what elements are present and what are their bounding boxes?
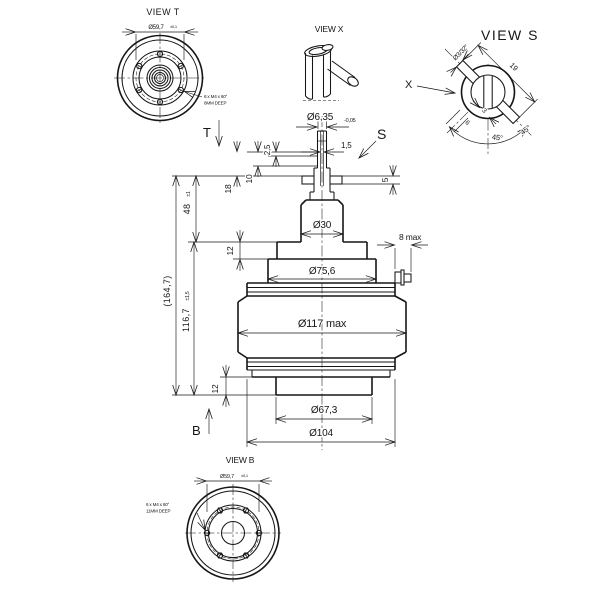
label-t: T	[203, 125, 211, 140]
dim-base: Ø104	[309, 428, 333, 439]
dim-neck: Ø30	[313, 220, 332, 231]
dim-slot: 1,5	[341, 141, 352, 150]
main-dimension-lines	[172, 123, 428, 446]
label-b: B	[192, 423, 200, 438]
view-x: VIEW X	[303, 23, 359, 101]
view-s: VIEW S X Ø3/32″ 19 3 6 45° 45°	[404, 26, 539, 156]
view-t-centerlines	[114, 33, 206, 124]
view-t-note-line2: 8MM DEEP	[204, 101, 227, 106]
view-s-dim-offset: 6	[463, 119, 471, 127]
view-b-note-line1: 6 x M4 x 60°	[146, 502, 170, 507]
view-t-dim-label: Ø59,7	[148, 25, 164, 31]
view-s-title: VIEW S	[481, 27, 539, 43]
view-t-note-line1: 6 x M4 x 60°	[204, 94, 228, 99]
label-s: S	[377, 126, 386, 142]
main-view: T B S Ø6,35 -0,05 1,5 2,5 10 18 5 48 ±1 …	[161, 111, 428, 450]
view-b-centerlines	[185, 484, 281, 582]
view-s-x-leader	[416, 85, 457, 95]
dim-18: 18	[223, 184, 233, 194]
dim-total-height: (164,7)	[162, 275, 172, 306]
dim-10: 10	[244, 174, 254, 184]
view-t-dim-tolerance: ±0,1	[170, 24, 178, 29]
main-body-outline	[237, 130, 412, 396]
dim-48: 48	[182, 204, 192, 215]
view-t-geometry	[116, 34, 204, 122]
view-b-title: VIEW B	[226, 455, 255, 465]
dim-height-tolerance: ±1,5	[185, 291, 191, 300]
view-b-dimension	[194, 477, 272, 512]
dim-12-lower: 12	[210, 384, 220, 394]
dim-2-5: 2,5	[263, 144, 272, 155]
view-x-title: VIEW X	[315, 24, 344, 34]
view-s-dim-span: 19	[508, 61, 520, 73]
dim-flange: Ø75,6	[309, 266, 336, 277]
dim-48-tolerance: ±1	[186, 191, 192, 197]
dim-5: 5	[380, 177, 390, 182]
view-t-title: VIEW T	[146, 7, 179, 17]
view-b: VIEW B Ø59,7 ±0,1 6 x M4 x 60° 11MM DEEP	[145, 454, 281, 582]
view-b-dim-tolerance: ±0,1	[241, 473, 249, 478]
view-t-dimension	[122, 28, 198, 60]
view-b-note-line2: 11MM DEEP	[146, 509, 171, 514]
dim-height: 116,7	[181, 308, 191, 332]
dim-body: Ø117 max	[298, 318, 347, 330]
view-b-geometry	[186, 486, 280, 580]
dim-boss: Ø67,3	[311, 405, 338, 416]
view-s-dim-tab: Ø3/32″	[452, 43, 471, 62]
view-t: VIEW T Ø59,7 ±0,1 6 x M4 x 60° 8MM DEEP	[114, 6, 229, 124]
view-s-angle-left: 45°	[491, 132, 503, 142]
view-t-note-leader	[183, 90, 203, 98]
view-s-dimensions	[445, 42, 538, 145]
view-x-geometry	[303, 44, 359, 101]
dim-pin-tolerance: -0,05	[344, 118, 356, 124]
view-s-x-ref: X	[405, 79, 413, 91]
section-s-arrow	[358, 140, 377, 159]
dim-pin: Ø6,35	[307, 112, 334, 123]
view-b-dim-label: Ø59,7	[220, 474, 234, 480]
view-b-note-leader	[196, 512, 206, 532]
dim-12-upper: 12	[225, 246, 235, 256]
view-s-dim-slot: 3	[480, 107, 488, 115]
main-extension-lines	[172, 121, 412, 447]
dim-terminal: 8 max	[399, 232, 422, 242]
